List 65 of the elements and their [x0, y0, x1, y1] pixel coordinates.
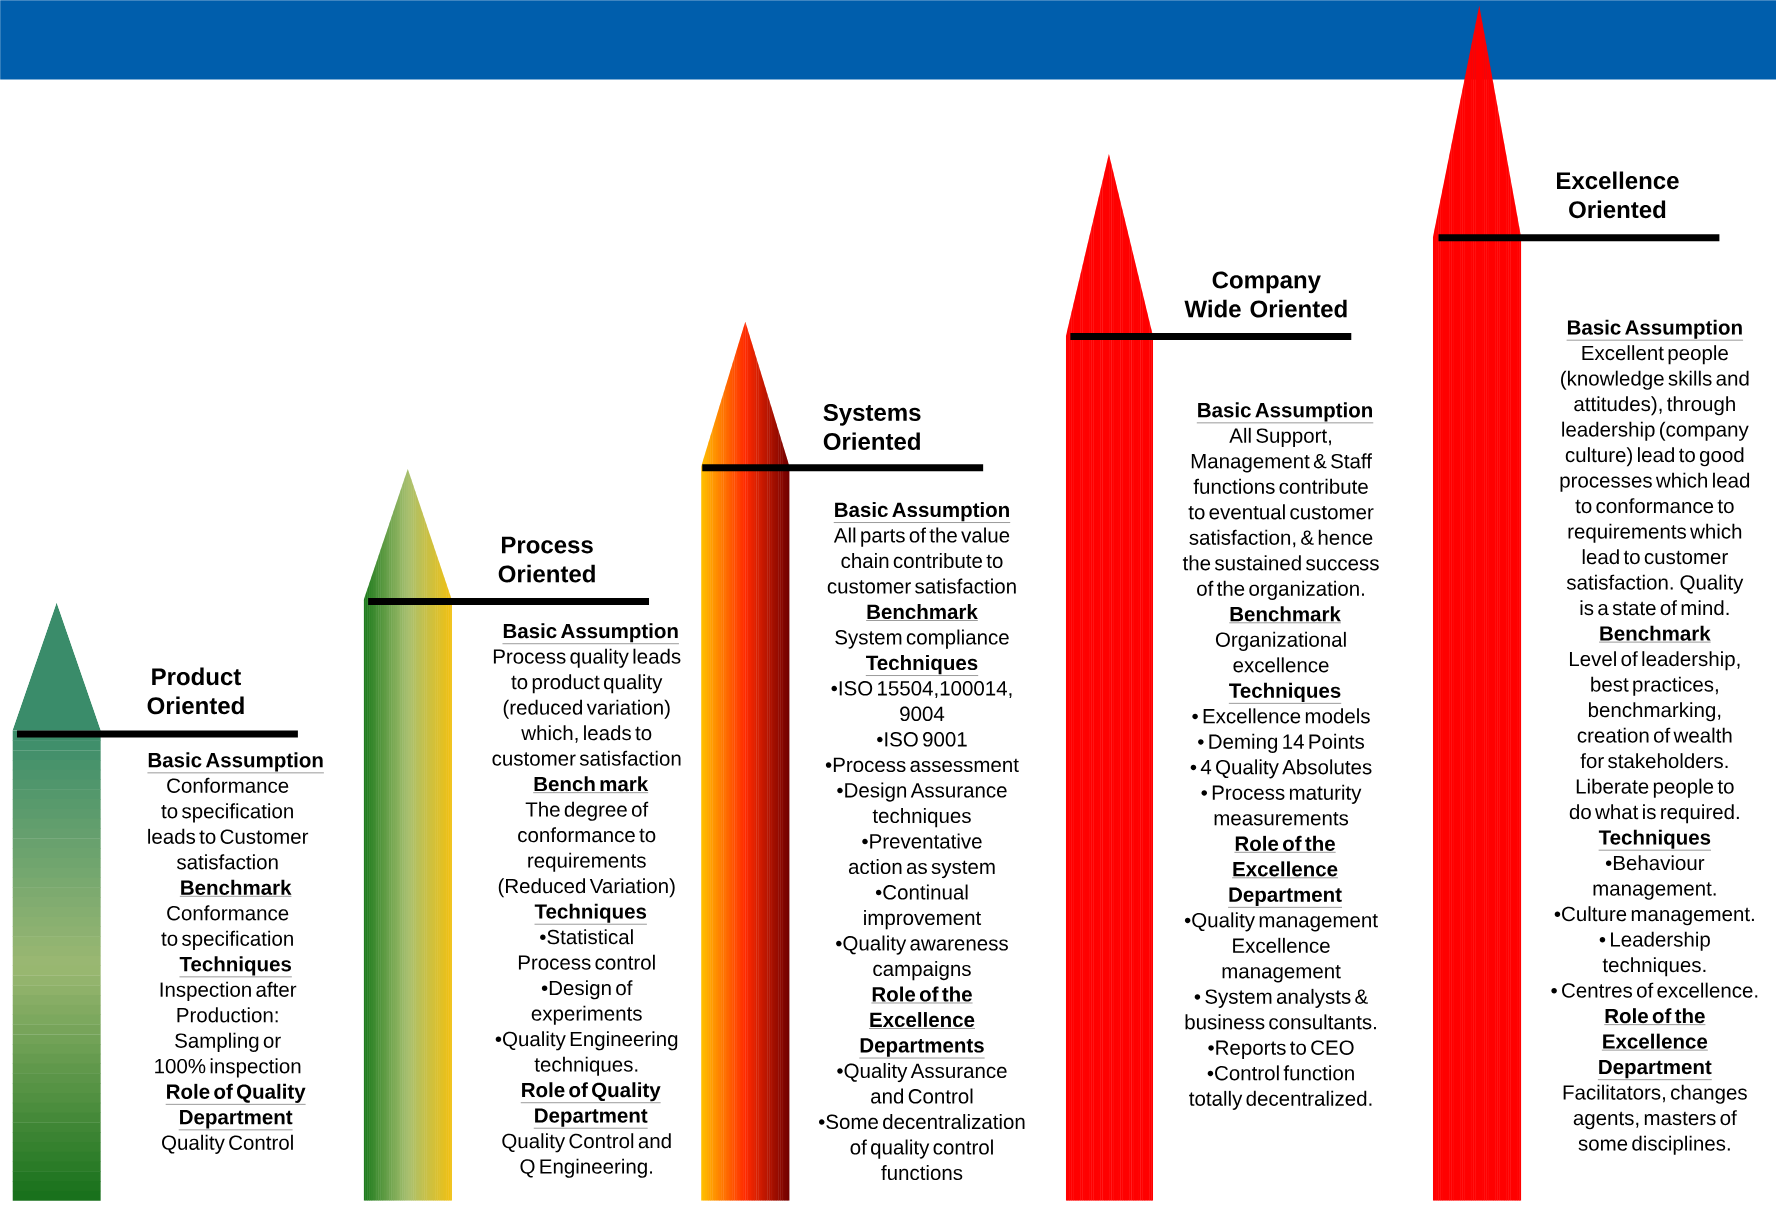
section-heading: Basic Assumption	[503, 623, 678, 643]
body-text: •ISO 9001	[877, 732, 967, 747]
body-text: System compliance	[835, 629, 1009, 649]
column-heading: Product Oriented	[147, 667, 244, 715]
section-heading: Benchmark	[181, 879, 292, 895]
section-heading: Role of the Excellence Department	[1229, 835, 1342, 906]
body-text: • Excellence models	[1192, 708, 1370, 724]
section-heading: Benchmark	[1230, 606, 1341, 622]
body-text: •Reports to CEO	[1208, 1040, 1354, 1059]
body-text: •Continual improvement	[864, 884, 982, 930]
body-text: •Design of experiments	[531, 980, 642, 1025]
body-text: All Support, Management & Staff functions contribute to eventual customer satisfaction, & hence the sustained success of the organization.	[1182, 427, 1379, 600]
section-heading: Techniques	[534, 903, 647, 923]
body-text: Organizational excellence	[1215, 631, 1346, 673]
header-band	[0, 0, 1776, 80]
section-heading: Techniques	[866, 655, 978, 675]
body-text: • 4 Quality Absolutes	[1190, 759, 1372, 779]
body-text: Facilitators, changes agents, masters of some disciplines.	[1563, 1084, 1747, 1155]
body-text: •Process assessment	[825, 757, 1019, 773]
body-text: • Leadership techniques.	[1599, 931, 1710, 977]
section-heading: Benchmark	[867, 604, 978, 620]
section-heading: Techniques	[1598, 829, 1711, 849]
body-text: Conformance to specification	[161, 905, 293, 950]
section-heading: Basic Assumption	[1198, 402, 1372, 422]
section-heading: Basic Assumption	[835, 502, 1009, 522]
section-heading: Bench mark	[534, 776, 649, 792]
section-heading: Role of the Excellence Departments	[860, 986, 984, 1057]
body-text: • System analysts & business consultants.	[1185, 988, 1376, 1030]
section-heading: Benchmark	[1600, 625, 1711, 641]
body-text: • Deming 14 Points	[1198, 733, 1365, 753]
body-text: Liberate people to do what is required.	[1569, 778, 1739, 824]
body-text: All parts of the value chain contribute to customer satisfaction	[827, 527, 1016, 594]
column-heading: Process Oriented	[498, 536, 595, 583]
body-text: Conformance to specification leads to Customer satisfaction	[148, 777, 309, 870]
body-text: •Quality Assurance and Control	[837, 1063, 1007, 1104]
column-heading: Company Wide Oriented	[1184, 271, 1347, 318]
section-heading: Basic Assumption	[1567, 319, 1742, 339]
body-text: •Statistical Process control	[518, 929, 655, 970]
body-text: •Behaviour management.	[1593, 855, 1716, 900]
body-text: •ISO 15504,100014, 9004	[831, 681, 1012, 722]
body-text: Quality Control and Q Engineering.	[502, 1133, 671, 1178]
section-heading: Techniques	[179, 956, 292, 976]
column-heading: Systems Oriented	[823, 404, 921, 450]
body-text: •Quality Engineering techniques.	[495, 1031, 678, 1076]
body-text: •Quality management Excellence management	[1184, 912, 1378, 983]
body-text: Inspection after Production: Sampling or 100% inspection	[155, 981, 301, 1078]
section-heading: Techniques	[1229, 682, 1341, 702]
section-heading: Basic Assumption	[148, 752, 323, 772]
body-text: The degree of conformance to requirements (Reduced Variation)	[498, 801, 675, 898]
body-text: •Preventative action as system	[848, 833, 995, 879]
section-heading: Role of Quality Department	[165, 1083, 306, 1129]
body-text: •Culture management.	[1554, 906, 1754, 926]
section-heading: Role of Quality Department	[520, 1082, 661, 1127]
body-text: •Control function totally decentralized.	[1189, 1065, 1372, 1110]
body-text: • Centres of excellence.	[1551, 982, 1758, 998]
body-text: •Design Assurance techniques	[837, 782, 1007, 828]
body-text: Process quality leads to product quality (reduced variation) which, leads to customer satisfaction	[492, 648, 681, 766]
body-text: • Process maturity measurements	[1201, 784, 1362, 826]
body-text: Level of leadership, best practices, benchmarking, creation of wealth for stakeholders.	[1570, 651, 1740, 769]
column-heading: Excellence Oriented	[1557, 171, 1679, 219]
section-heading: Role of the Excellence Department	[1599, 1008, 1712, 1079]
body-text: •Quality awareness campaigns	[836, 935, 1008, 981]
body-text: •Some decentralization of quality control functions	[819, 1114, 1025, 1181]
body-text: Excellent people (knowledge skills and attitudes), through leadership (company culture) lead to good processes which lead to conformance to requirements which lead to customer satisfaction. Quality is a state of mind.	[1560, 345, 1750, 616]
body-text: Quality Control	[162, 1134, 293, 1154]
